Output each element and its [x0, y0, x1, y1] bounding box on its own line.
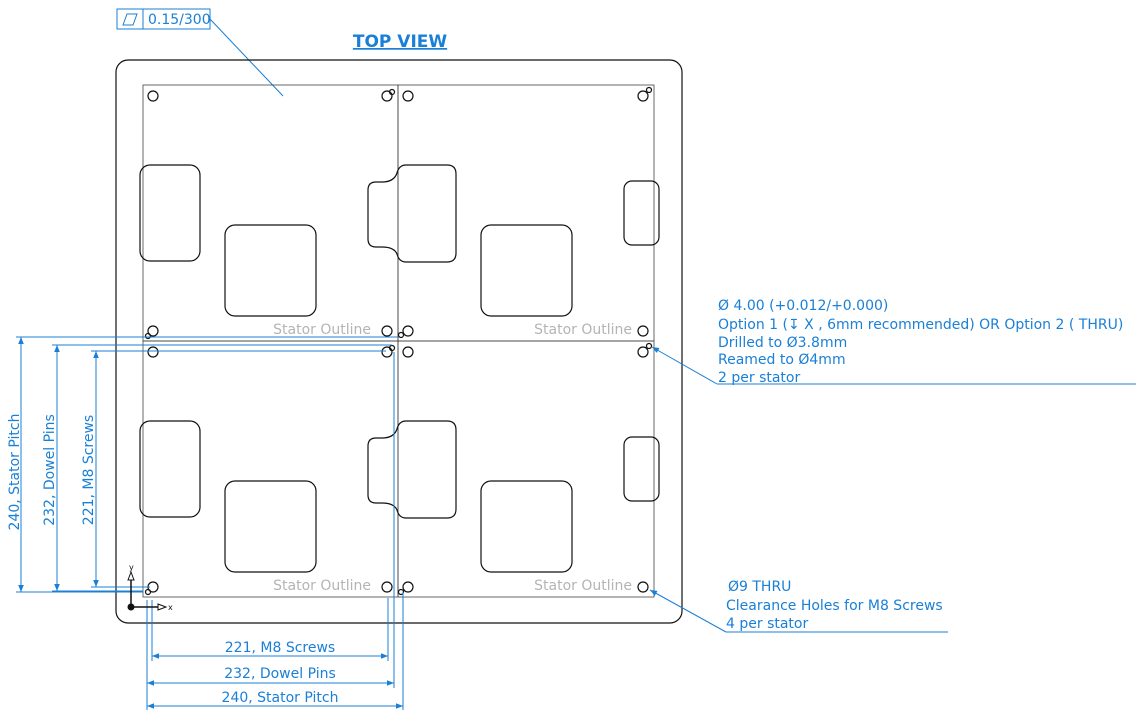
right-slot	[623, 180, 660, 246]
stator-outline-label-tr: Stator Outline	[534, 322, 632, 338]
dowel-pin-hole	[144, 588, 152, 596]
m8-clearance-hole	[381, 90, 393, 102]
m8-clearance-hole	[402, 325, 414, 337]
left-pocket	[139, 164, 201, 262]
holes	[144, 86, 653, 596]
center-pocket-right	[480, 224, 573, 317]
m8-clearance-hole	[147, 90, 159, 102]
dowel-pin-hole	[388, 88, 396, 96]
dowel-note[interactable]: Ø 4.00 (+0.012/+0.000) Option 1 (↧ X , 6…	[651, 298, 1136, 386]
m8-clearance-hole	[381, 581, 393, 593]
stator-outline-label-bl: Stator Outline	[273, 578, 371, 594]
vertical-dimensions: 240, Stator Pitch 232, Dowel Pins 221, M…	[7, 336, 398, 593]
dowel-pin-hole	[144, 332, 152, 340]
dim-h-screws: 221, M8 Screws	[225, 640, 335, 656]
flatness-leader	[209, 18, 284, 97]
stator-outline-bottom-left	[142, 340, 399, 598]
screw-note-line1: Ø9 THRU	[728, 579, 791, 595]
m8-clearance-hole	[147, 325, 159, 337]
dowel-pin-hole	[645, 86, 653, 94]
m8-clearance-hole	[381, 325, 393, 337]
stator-outline-label-tl: Stator Outline	[273, 322, 371, 338]
dim-v-screws: 221, M8 Screws	[81, 415, 97, 525]
dowel-note-line5: 2 per stator	[718, 370, 800, 386]
center-pocket	[224, 480, 317, 573]
screw-note[interactable]: Ø9 THRU Clearance Holes for M8 Screws 4 …	[649, 579, 948, 633]
dowel-note-line1: Ø 4.00 (+0.012/+0.000)	[718, 298, 888, 314]
left-pocket	[139, 420, 201, 518]
cutouts	[139, 164, 660, 573]
plate-outline	[115, 59, 683, 624]
horizontal-dimensions: 221, M8 Screws 232, Dowel Pins 240, Stat…	[146, 352, 404, 710]
right-slot	[623, 436, 660, 502]
flatness-symbol-icon	[122, 13, 138, 26]
center-pocket	[224, 224, 317, 317]
center-pocket-right	[480, 480, 573, 573]
m8-clearance-hole	[147, 346, 159, 358]
screw-note-line2: Clearance Holes for M8 Screws	[726, 598, 943, 614]
dowel-note-line4: Reamed to Ø4mm	[718, 352, 846, 368]
dim-v-pitch: 240, Stator Pitch	[7, 414, 23, 531]
stator-outline-top-right	[397, 84, 655, 342]
flatness-tolerance: 0.15/300	[148, 12, 211, 28]
dim-h-pitch: 240, Stator Pitch	[222, 690, 339, 706]
axis-x-label: x	[168, 603, 173, 612]
dim-h-dowels: 232, Dowel Pins	[224, 666, 336, 682]
dowel-note-line2: Option 1 (↧ X , 6mm recommended) OR Opti…	[718, 317, 1123, 333]
dowel-pin-hole	[645, 342, 653, 350]
m8-clearance-hole	[637, 346, 649, 358]
axis-y-label: y	[129, 563, 134, 572]
m8-clearance-hole	[402, 346, 414, 358]
m8-clearance-hole	[402, 90, 414, 102]
m8-clearance-hole	[402, 581, 414, 593]
middle-keyed-pocket	[367, 420, 457, 519]
view-title: TOP VIEW	[353, 32, 448, 52]
origin-triad-icon: y x	[127, 563, 173, 612]
stator-outline-top-left	[142, 84, 399, 342]
screw-note-line3: 4 per stator	[726, 616, 808, 632]
m8-clearance-hole	[381, 346, 393, 358]
middle-keyed-pocket	[367, 164, 457, 263]
dowel-pin-hole	[397, 331, 405, 339]
dowel-note-line3: Drilled to Ø3.8mm	[718, 335, 847, 351]
stator-outline-bottom-right	[397, 340, 655, 598]
m8-clearance-hole	[637, 90, 649, 102]
m8-clearance-hole	[637, 325, 649, 337]
m8-clearance-hole	[637, 581, 649, 593]
stator-outline-label-br: Stator Outline	[534, 578, 632, 594]
stator-outlines	[142, 84, 655, 598]
dim-v-dowels: 232, Dowel Pins	[42, 414, 58, 526]
flatness-callout[interactable]: 0.15/300	[116, 8, 284, 97]
